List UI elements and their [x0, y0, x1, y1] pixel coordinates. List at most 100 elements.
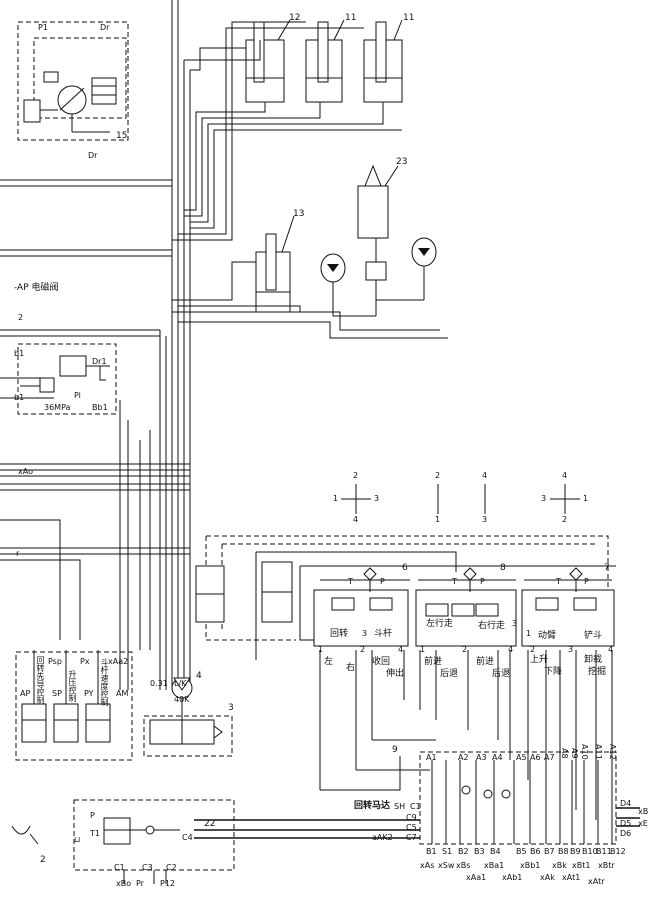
bp-xbs: xBs [456, 861, 471, 870]
bp-xaa1: xAa1 [466, 873, 487, 882]
section-rotate: 回转 [330, 629, 349, 639]
port-n7: 3 [512, 619, 518, 628]
compass1-top: 2 [353, 471, 359, 480]
dir-extend: 伸出 [386, 669, 405, 679]
label-p2v: P [480, 577, 485, 586]
label-22-p: P [90, 811, 95, 820]
label-22-hook: ⊔ [74, 835, 81, 844]
port-b11: B11 [596, 847, 612, 856]
label-p1: P1 [38, 23, 48, 32]
label-pr2: 2 [18, 313, 24, 322]
label-am: AM [116, 689, 129, 698]
dir-retract: 收回 [372, 657, 391, 667]
box-22 [73, 799, 235, 884]
bp-xbb1: xBb1 [520, 861, 541, 870]
label-22-xbo: xBo [116, 879, 132, 888]
label-b1a: b1 [14, 349, 25, 358]
dir-right: 右 [346, 663, 356, 673]
label-22-t: T1 [90, 829, 100, 838]
dir-up: 上升 [530, 655, 549, 665]
label-bb1: Bb1 [92, 403, 108, 412]
section-left-travel: 左行走 [426, 619, 454, 629]
label-xe: xE [638, 819, 648, 828]
manifold-9 [194, 751, 640, 845]
label-orifice: 0.31 [150, 679, 168, 688]
label-p3v: P [584, 577, 589, 586]
bp-xatr: xAtr [588, 877, 605, 886]
port-n8: 4 [508, 645, 514, 654]
port-a6: A6 [530, 753, 541, 762]
label-xb: xB [638, 807, 649, 816]
label-dr1: Dr1 [92, 357, 107, 366]
bp-xbtr: xBtr [598, 861, 615, 870]
bp-xak: xAk [540, 873, 555, 882]
label-t3: T [556, 577, 561, 586]
dir-back-l: 后退 [440, 669, 459, 679]
label-orifice-unit: L/K [174, 679, 187, 688]
compass1-left: 1 [333, 494, 339, 503]
label-c7: C7 [406, 833, 417, 842]
port-n9: 1 [526, 629, 532, 638]
pump-box-15 [17, 21, 129, 141]
label-15: 15 [116, 131, 128, 141]
section-boom: 动臂 [538, 631, 557, 641]
port-a8: A8 [560, 748, 569, 759]
compass2-bottom: 1 [435, 515, 441, 524]
compass1-right: 3 [374, 494, 380, 503]
label-4: 4 [196, 671, 202, 681]
label-sh: SH [394, 802, 406, 811]
section-right-travel: 右行走 [478, 621, 506, 631]
port-a7: A7 [544, 753, 555, 762]
label-boost: 升压控制 [68, 670, 77, 702]
bp-xbt1: xBt1 [572, 861, 591, 870]
compass3-top: 4 [482, 471, 488, 480]
dir-unload: 卸载 [584, 655, 603, 665]
pilot-valve-block [15, 650, 133, 761]
port-n3: 3 [362, 629, 368, 638]
label-11a: 11 [345, 13, 357, 23]
dir-left: 左 [324, 657, 334, 667]
port-n12: 4 [608, 645, 614, 654]
joystick-patterns [341, 484, 580, 514]
bp-xbk: xBk [552, 861, 567, 870]
bp-xas: xAs [420, 861, 435, 870]
port-s1: S1 [442, 847, 453, 856]
label-pressure: 36MPa [44, 403, 71, 412]
port-n2: 2 [360, 645, 366, 654]
port-b4: B4 [490, 847, 501, 856]
port-n10: 2 [530, 645, 536, 654]
cylinder-11b [363, 19, 403, 103]
label-9: 9 [392, 745, 398, 755]
label-c1: C1 [410, 802, 421, 811]
label-22-c4: C4 [182, 833, 193, 842]
trunk-lines [0, 0, 448, 690]
label-b1b: b1 [14, 393, 25, 402]
port-b8: B8 [558, 847, 569, 856]
label-aak2: aAK2 [372, 833, 393, 842]
label-psp: Psp [48, 657, 62, 666]
label-xaa2: xAa2 [108, 657, 129, 666]
label-arm-speed: 斗杆速度控制 [100, 658, 109, 706]
label-p1v: P [380, 577, 385, 586]
label-13: 13 [293, 209, 305, 219]
port-b9: B9 [570, 847, 581, 856]
compass4-left: 3 [541, 494, 547, 503]
port-n1: 1 [318, 645, 324, 654]
label-23: 23 [396, 157, 408, 167]
dir-dig: 挖掘 [588, 667, 607, 677]
port-n11: 3 [568, 645, 574, 654]
port-b1: B1 [426, 847, 437, 856]
port-n4: 4 [398, 645, 404, 654]
control-valve-assembly [195, 535, 616, 830]
label-t2: T [452, 577, 457, 586]
port-a1: A1 [426, 753, 437, 762]
node-4-valve-3 [143, 677, 233, 757]
port-a3: A3 [476, 753, 487, 762]
bp-xat1: xAt1 [562, 873, 581, 882]
cylinder-11a [305, 19, 345, 103]
label-sp: SP [52, 689, 62, 698]
port-a10: A10 [580, 744, 589, 760]
compass1-bottom: 4 [353, 515, 359, 524]
label-22-c2: C2 [166, 863, 177, 872]
